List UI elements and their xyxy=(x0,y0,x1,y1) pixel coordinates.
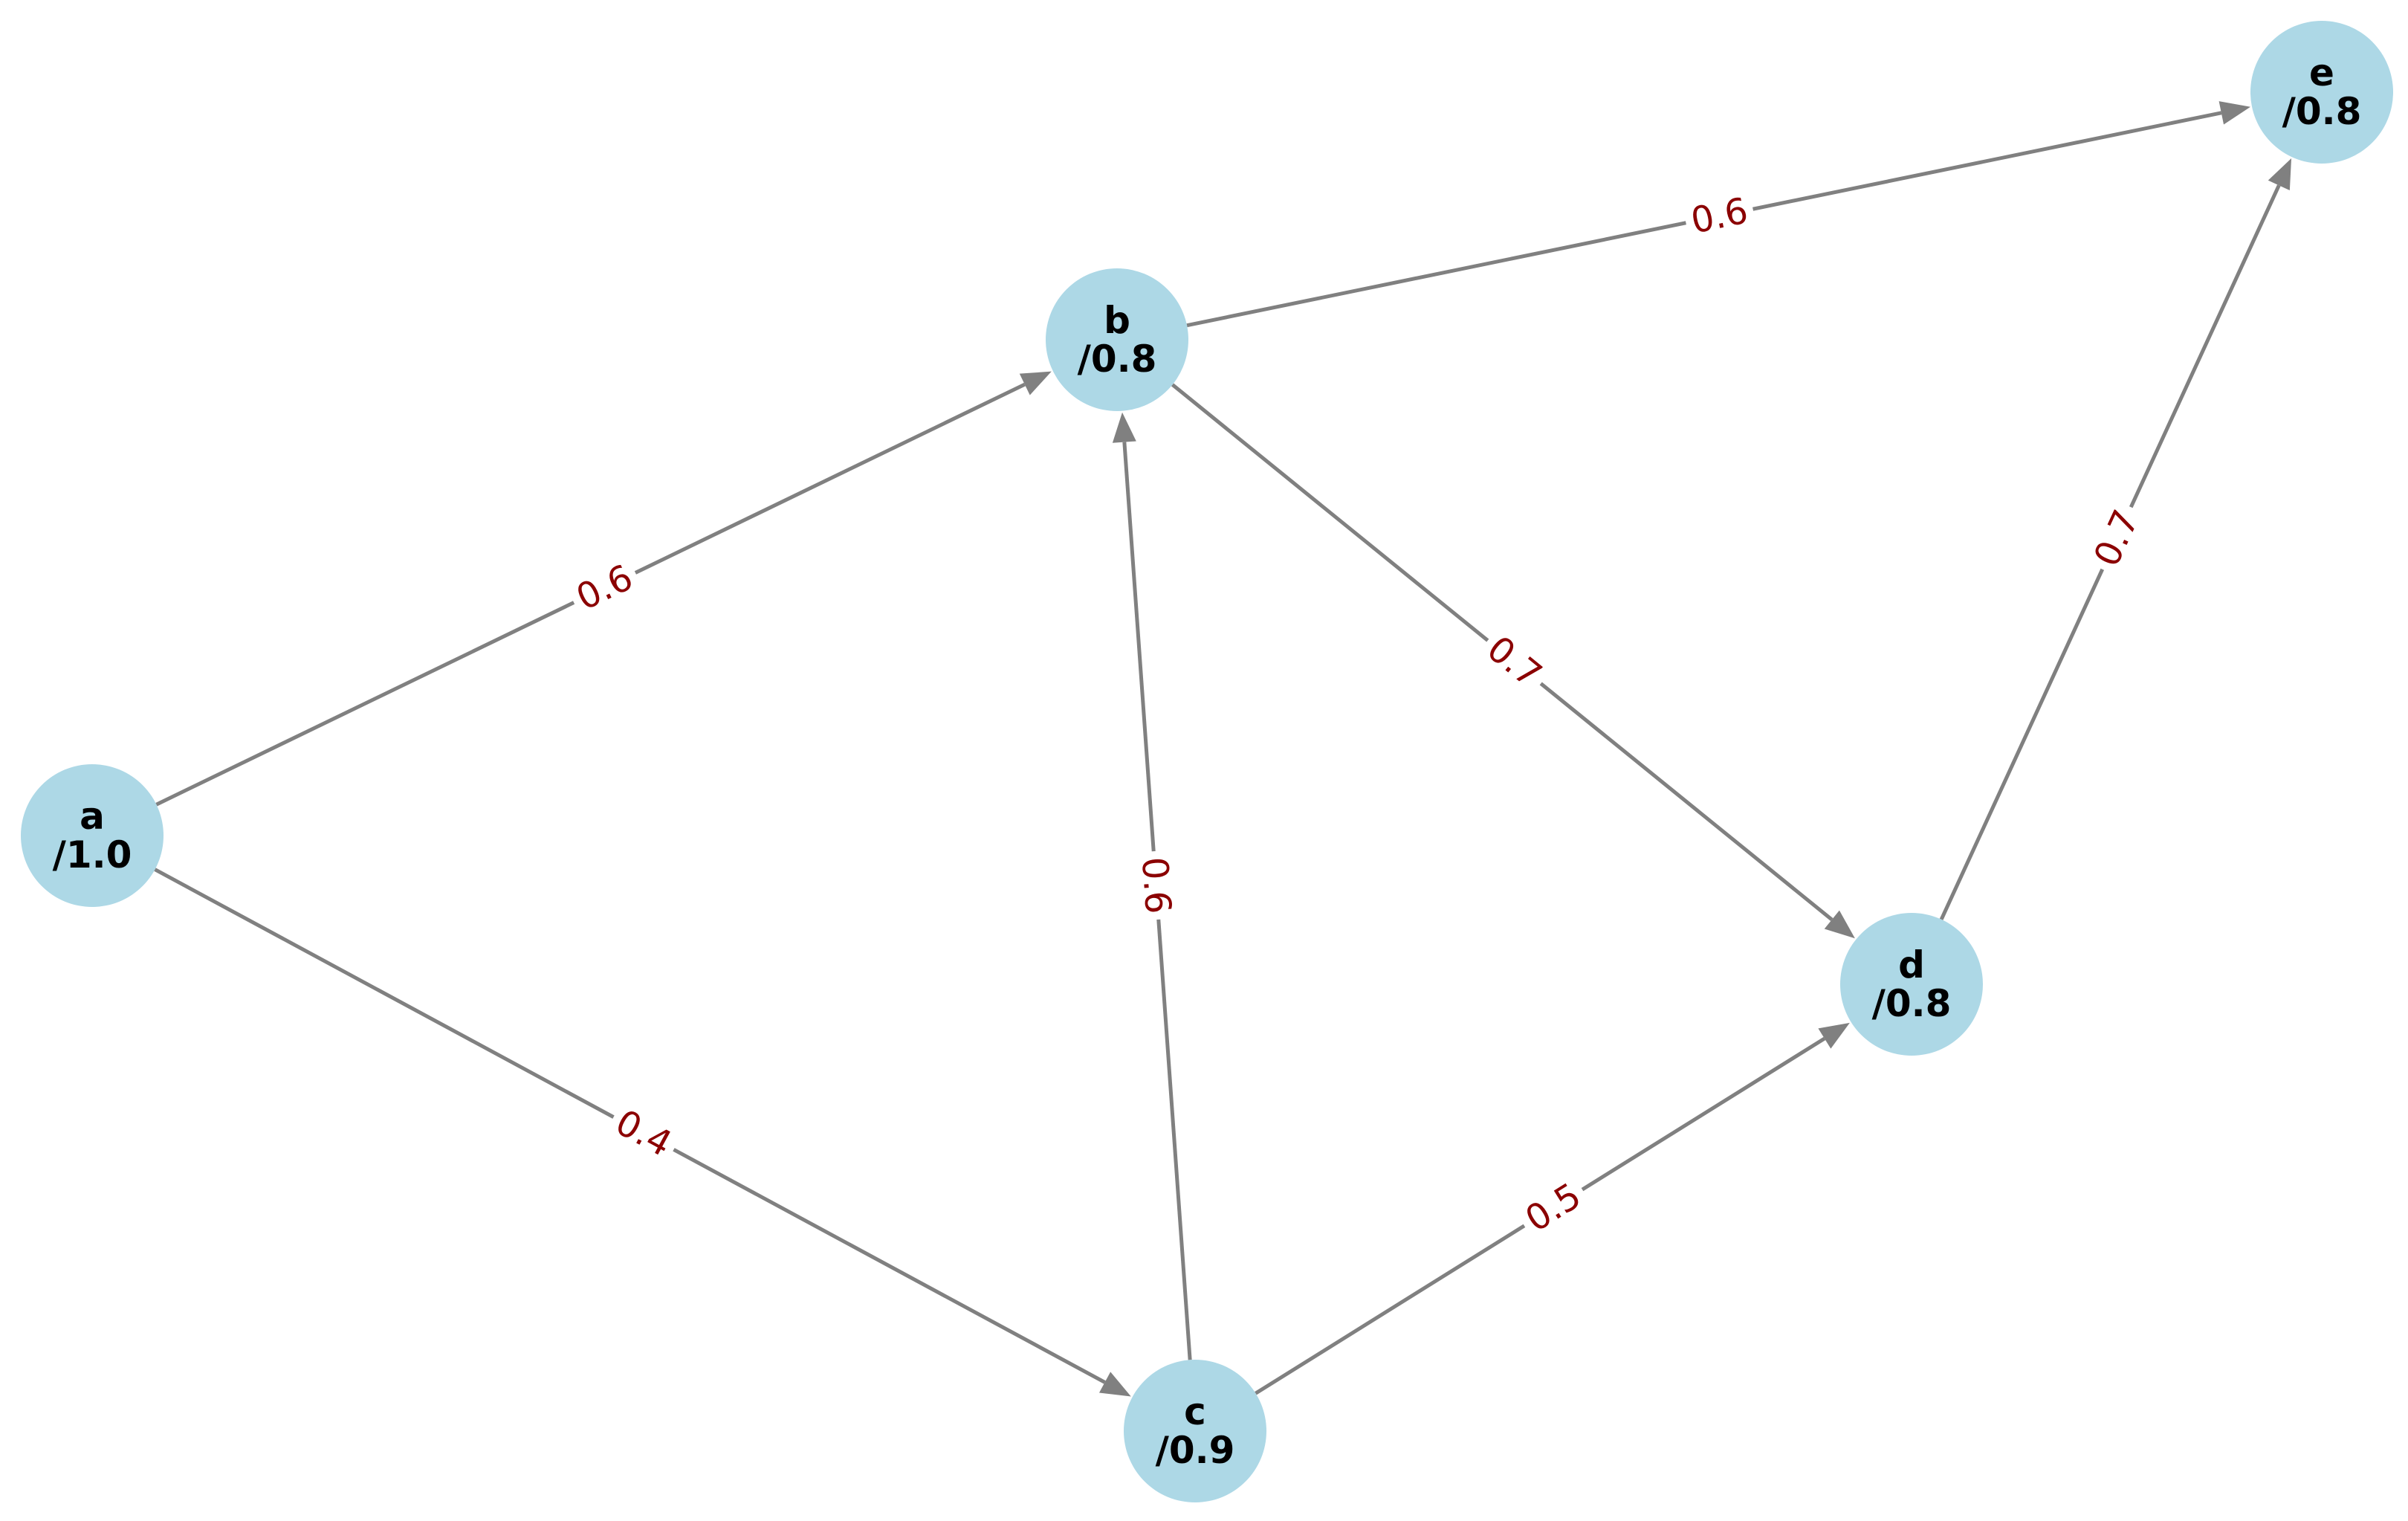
edge-label-b-d: 0.7 xyxy=(1473,623,1556,701)
edge-label-background xyxy=(1512,1170,1594,1245)
edge-labels-layer: 0.6 0.4 0.6 0.7 0.6 0.5 0.7 xyxy=(564,187,2152,1245)
edge-label-background xyxy=(564,552,645,623)
node-circle xyxy=(21,764,164,907)
arrow-head-icon xyxy=(1098,1372,1131,1397)
nodes-layer: a/1.0b/0.8c/0.9d/0.8e/0.8 xyxy=(21,21,2393,1502)
edge-label-background xyxy=(1131,849,1181,922)
node-circle xyxy=(1840,913,1983,1056)
node-e: e/0.8 xyxy=(2250,21,2393,164)
edge-label-c-b: 0.6 xyxy=(1131,849,1181,922)
edge-label-a-b: 0.6 xyxy=(564,552,645,623)
node-value-label: /1.0 xyxy=(53,833,132,876)
node-value-label: /0.8 xyxy=(1078,338,1157,381)
node-name-label: b xyxy=(1104,299,1130,342)
edge-label-background xyxy=(1681,187,1758,245)
node-b: b/0.8 xyxy=(1046,268,1188,411)
arrow-head-icon xyxy=(1019,371,1052,395)
node-c: c/0.9 xyxy=(1124,1360,1266,1502)
edge-weight-label: 0.6 xyxy=(1687,190,1751,242)
node-value-label: /0.9 xyxy=(1156,1429,1235,1472)
node-a: a/1.0 xyxy=(21,764,164,907)
edge-label-background xyxy=(1473,623,1556,701)
arrow-head-icon xyxy=(1112,412,1136,443)
arrow-head-icon xyxy=(1824,910,1855,939)
edge-label-background xyxy=(2082,497,2152,579)
arrow-head-icon xyxy=(1818,1022,1850,1049)
node-name-label: a xyxy=(80,795,105,838)
node-circle xyxy=(2250,21,2393,164)
node-d: d/0.8 xyxy=(1840,913,1983,1056)
node-circle xyxy=(1046,268,1188,411)
arrow-head-icon xyxy=(2218,101,2251,125)
edges-layer xyxy=(154,101,2292,1397)
arrow-head-icon xyxy=(2268,158,2292,191)
node-value-label: /0.8 xyxy=(2282,90,2362,133)
edge-label-c-d: 0.5 xyxy=(1512,1170,1594,1245)
edge-label-background xyxy=(603,1097,684,1169)
edge-label-d-e: 0.7 xyxy=(2082,497,2152,579)
node-name-label: c xyxy=(1184,1390,1206,1433)
edge-label-b-e: 0.6 xyxy=(1681,187,1758,245)
node-name-label: d xyxy=(1898,943,1925,986)
edge-weight-label: 0.6 xyxy=(1133,856,1179,915)
node-value-label: /0.8 xyxy=(1872,982,1952,1025)
node-circle xyxy=(1124,1360,1266,1502)
node-name-label: e xyxy=(2309,51,2334,94)
edge-label-a-c: 0.4 xyxy=(603,1097,684,1169)
